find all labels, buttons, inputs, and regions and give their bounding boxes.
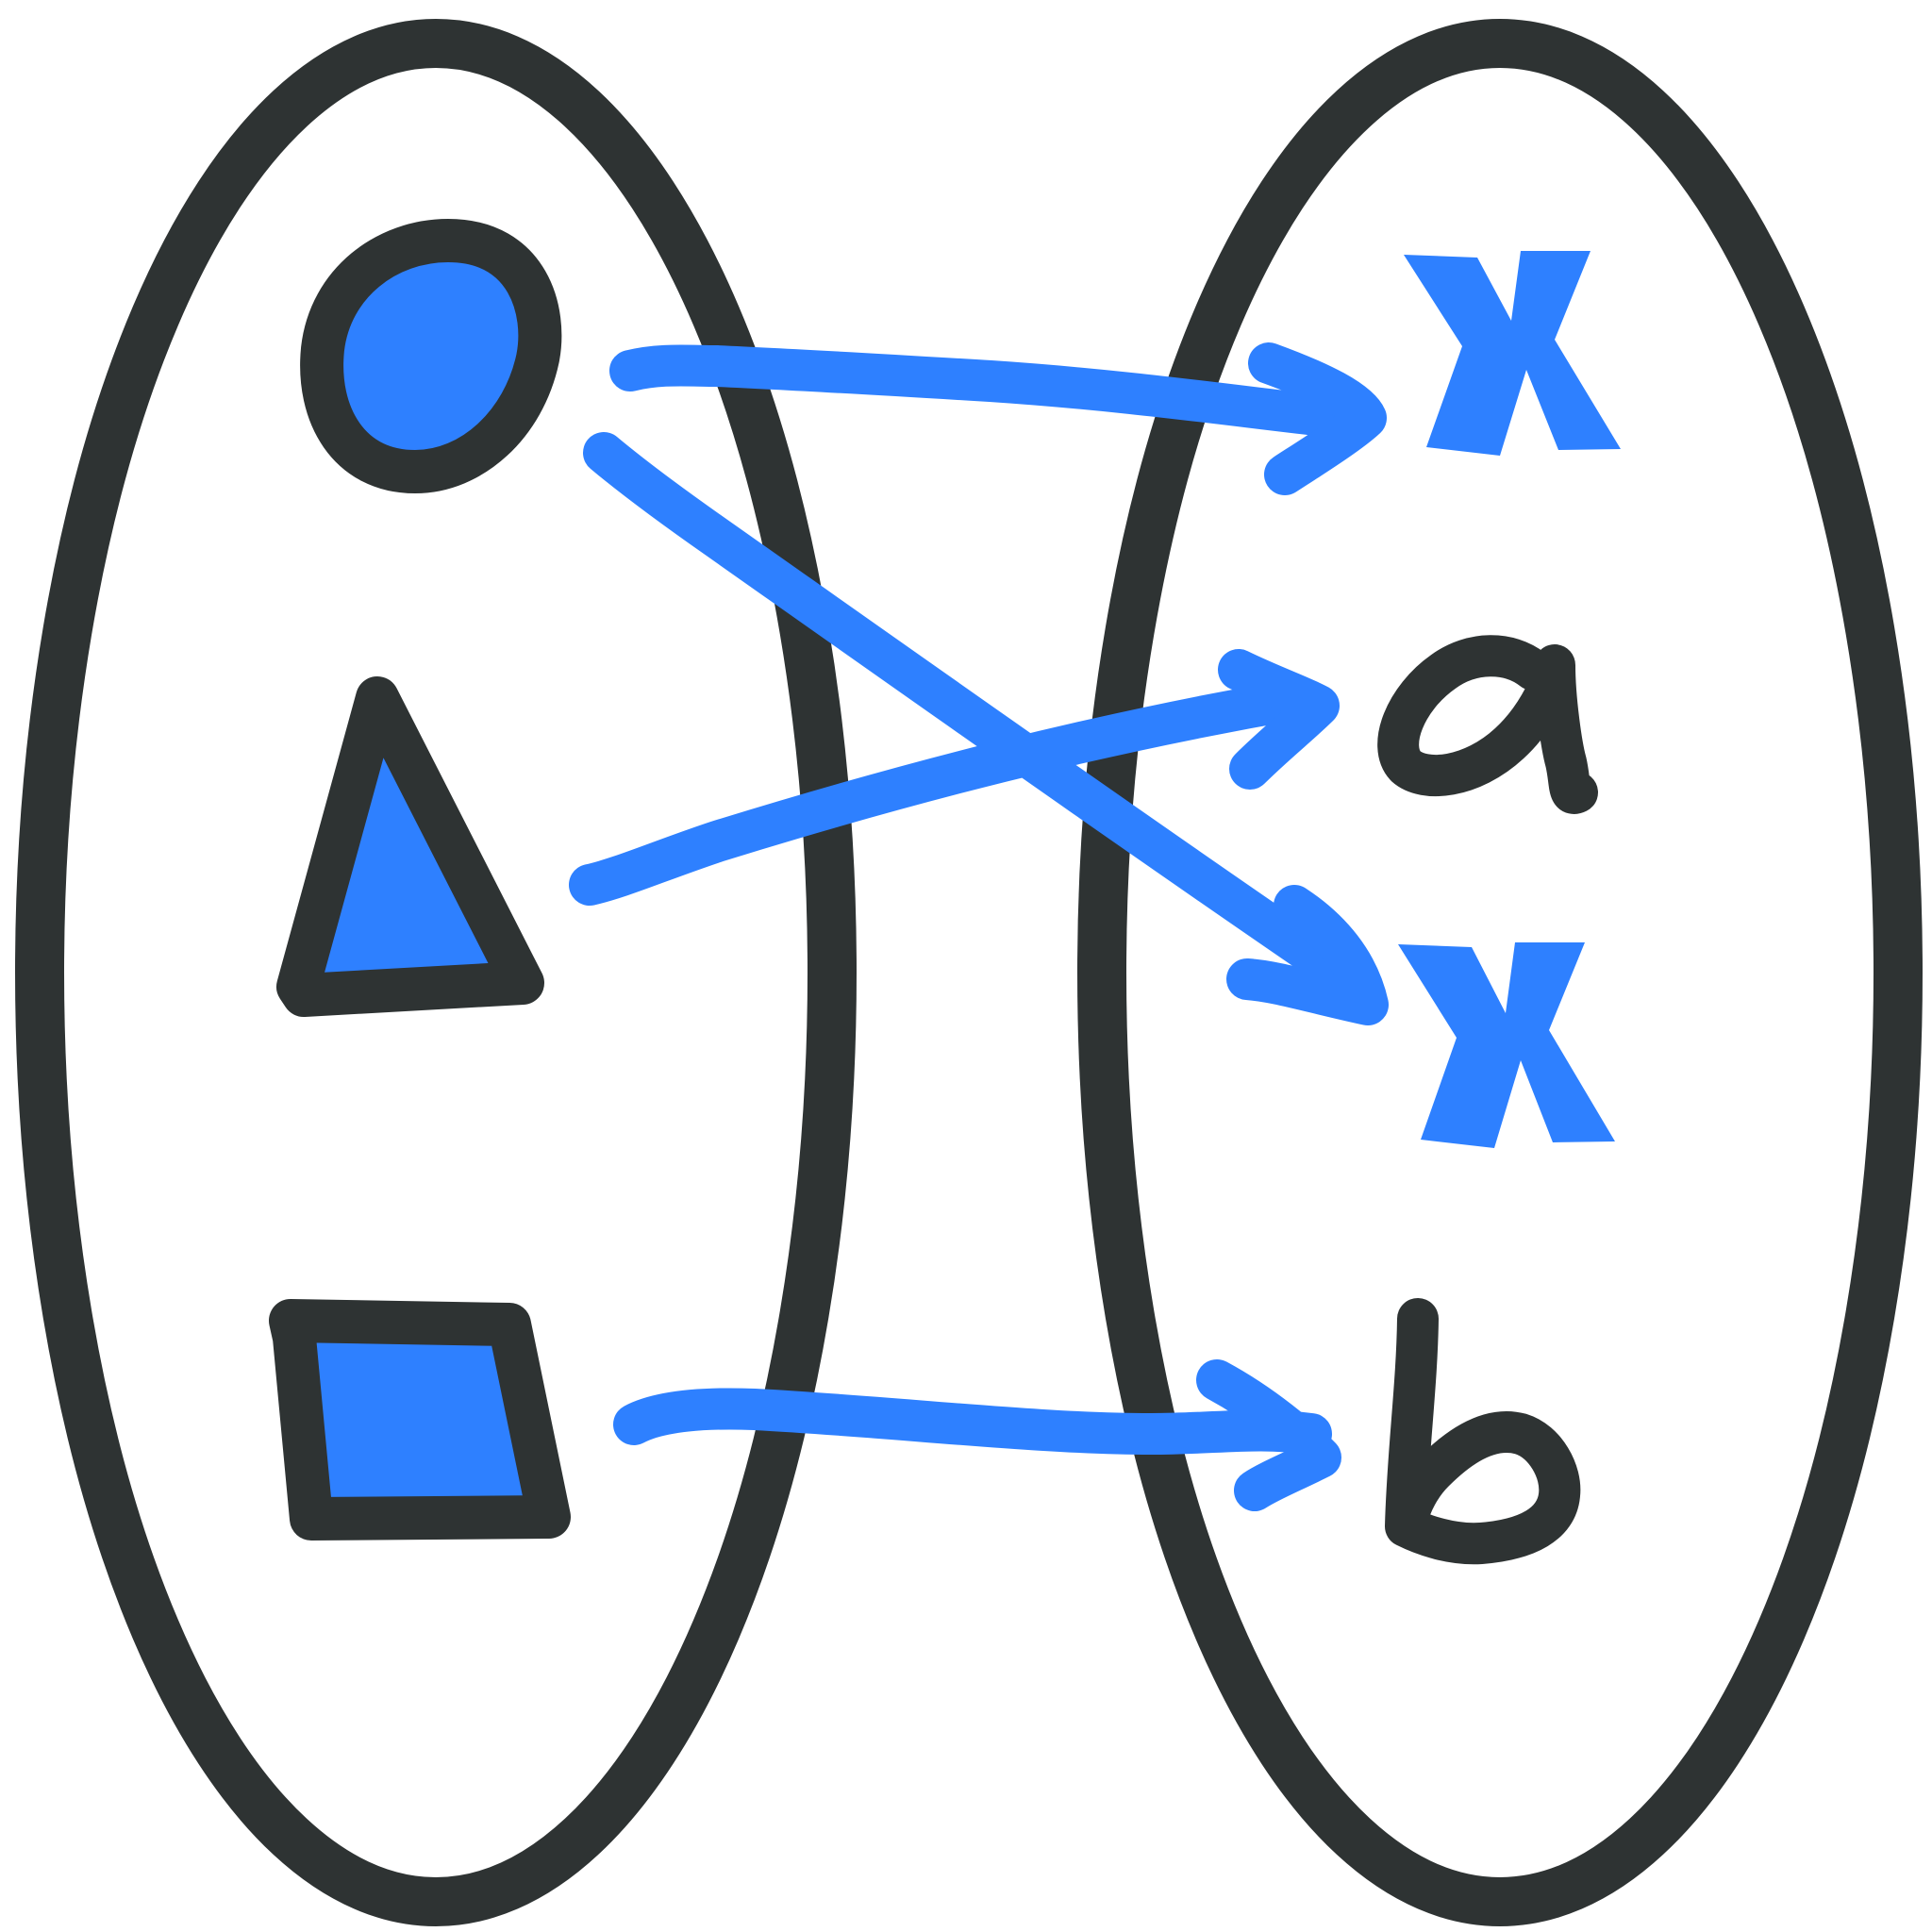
arrow-head-circle-to-x-bottom (1226, 885, 1389, 1025)
circle-icon (300, 219, 562, 493)
arrow-triangle-to-a (569, 677, 1323, 906)
arrow-head-square-to-b (1196, 1359, 1341, 1511)
arrow-square-to-b (613, 1388, 1332, 1455)
arrow-circle-to-x-top (609, 344, 1362, 439)
arrow-head-triangle-to-a (1218, 649, 1340, 790)
triangle-icon (276, 676, 544, 1017)
codomain-labels (1377, 251, 1621, 1565)
arrow-circle-to-x-bottom (583, 432, 1379, 1007)
square-icon (269, 1299, 571, 1541)
label-a (1377, 635, 1598, 814)
label-x-top (1404, 251, 1621, 456)
label-x-bottom (1398, 942, 1615, 1148)
label-b (1385, 1298, 1581, 1565)
mapping-arrows (569, 342, 1389, 1511)
arrow-head-circle-to-x-top (1248, 342, 1387, 495)
